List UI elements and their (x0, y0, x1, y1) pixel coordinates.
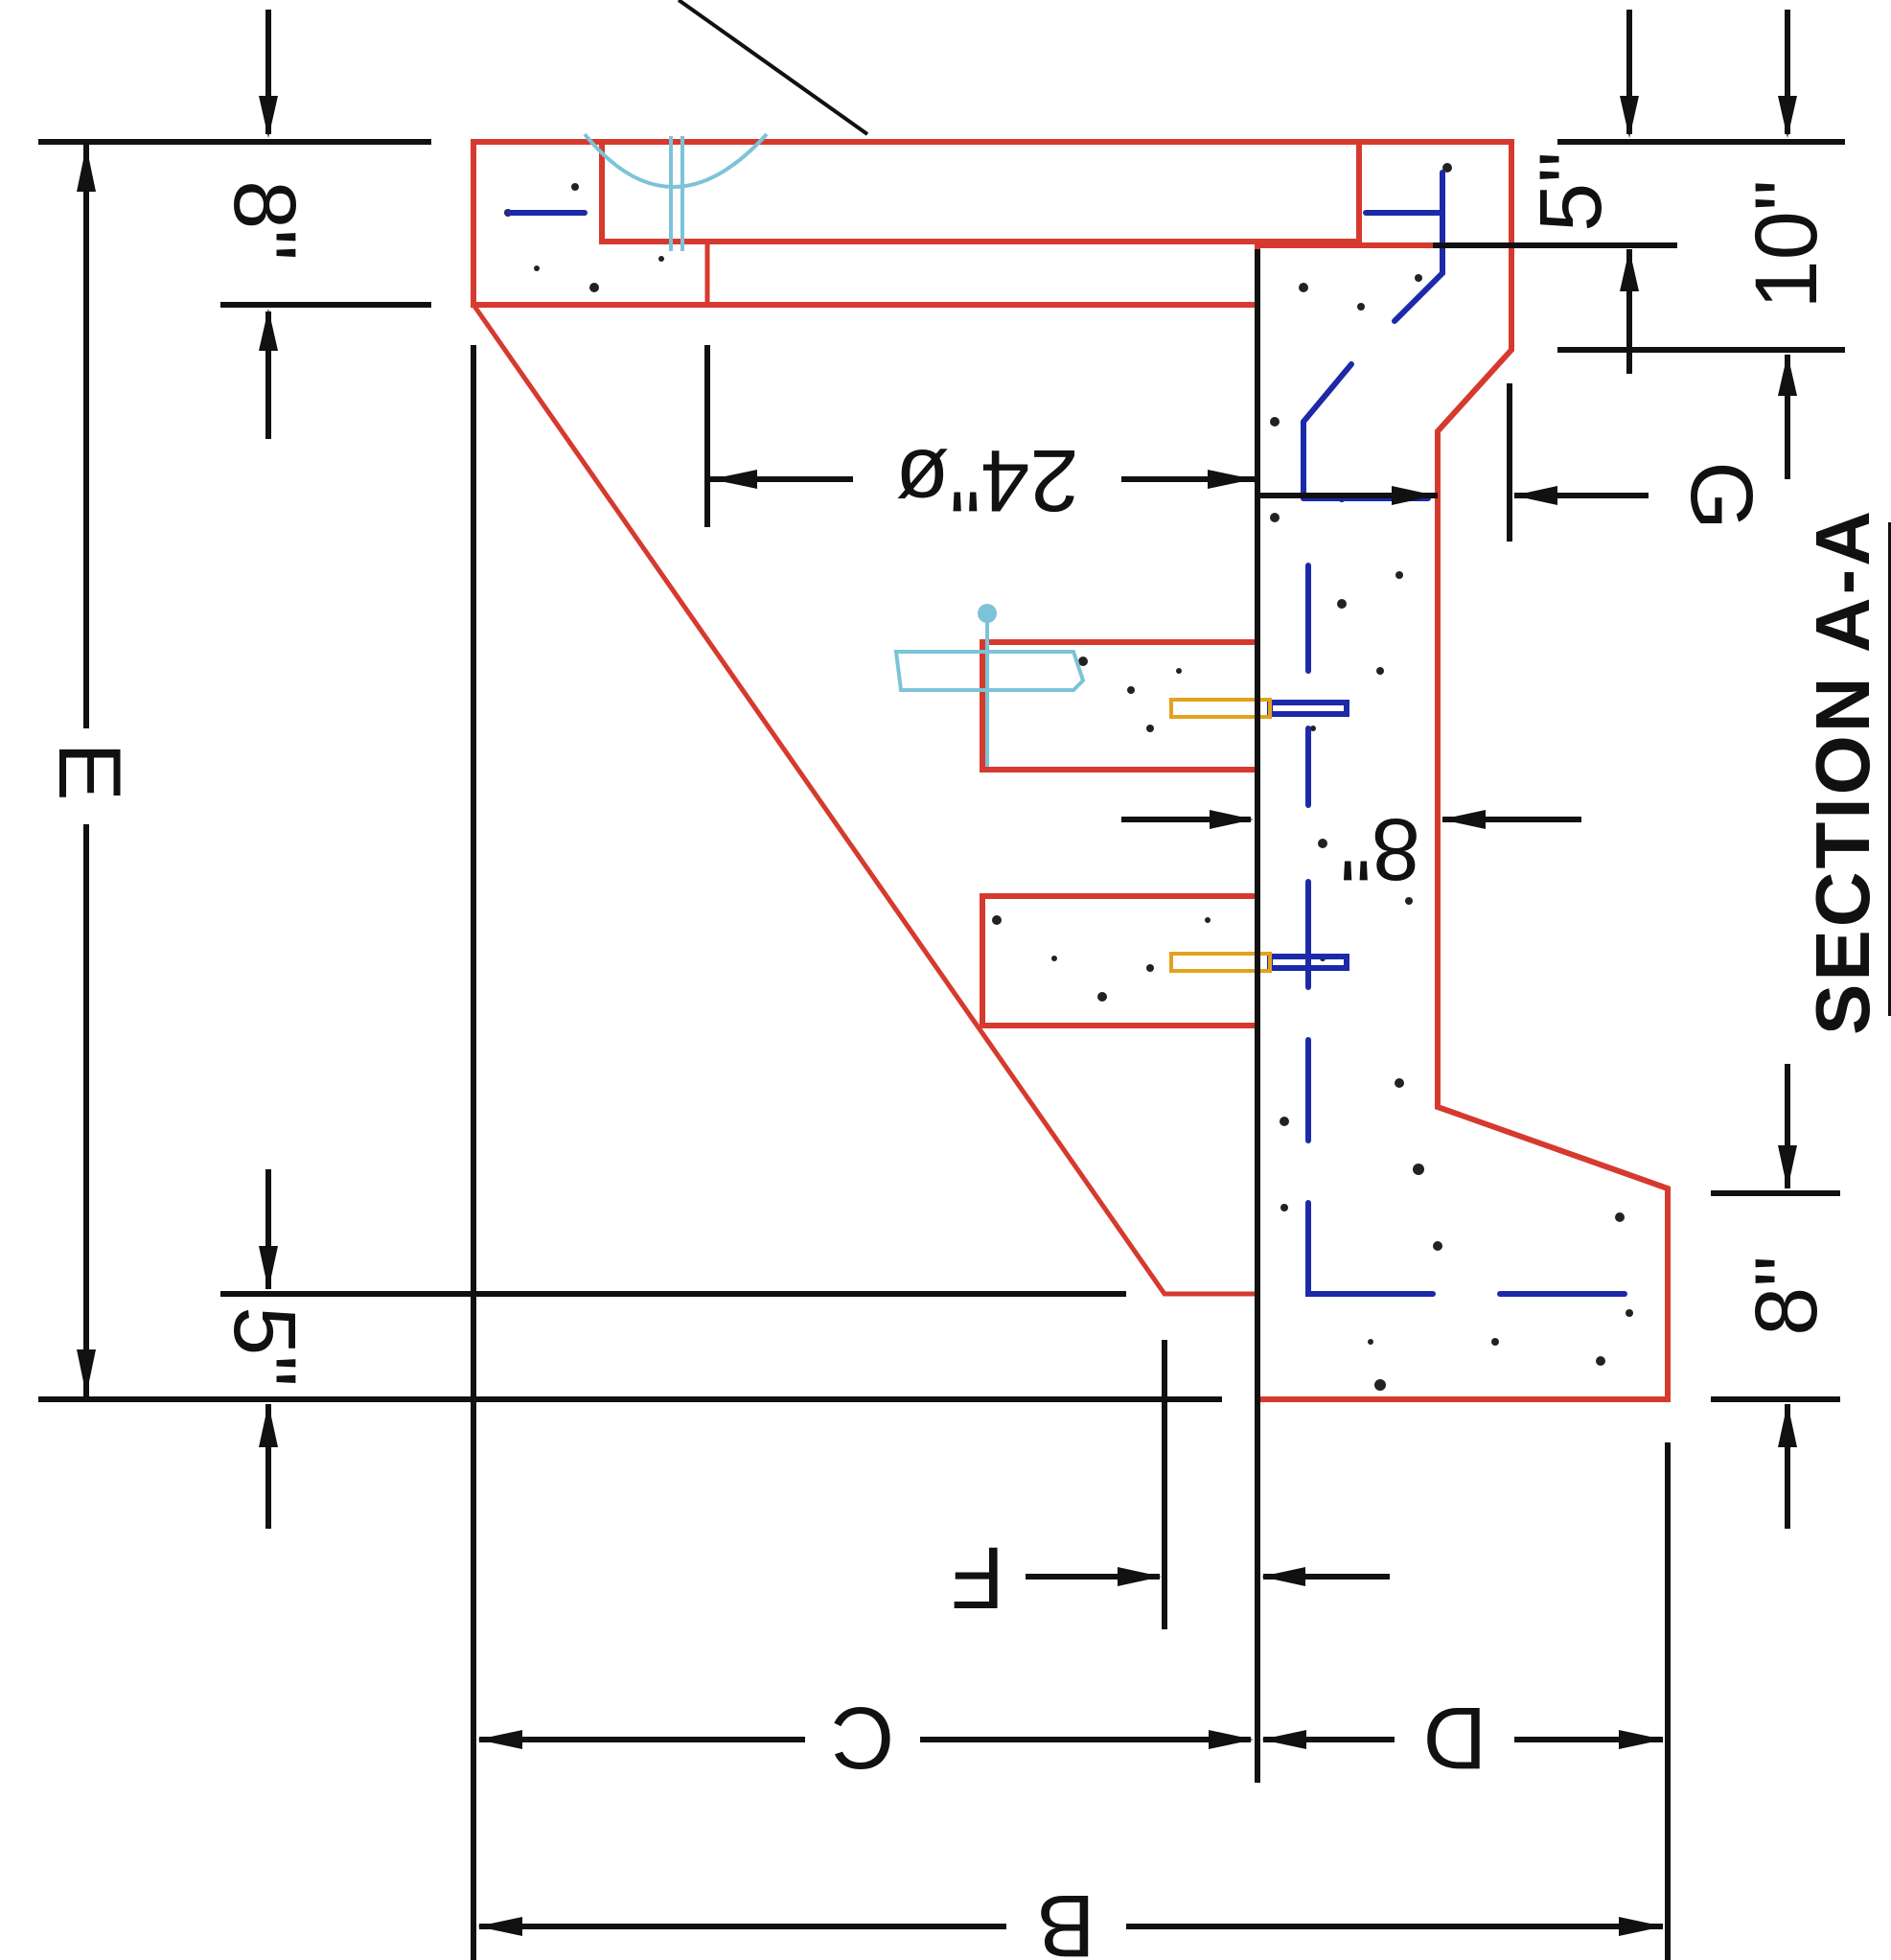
pipe-opening (599, 139, 1362, 244)
dim-pipe-diameter: 24"ø (895, 431, 1078, 529)
dim-right-top-total: 10" (1738, 180, 1835, 310)
section-title: SECTION A-A (1800, 508, 1885, 1035)
dim-right-top-upper: 5" (1522, 151, 1620, 232)
main-wall (1255, 242, 1671, 1402)
dim-f: F (951, 1529, 1004, 1626)
arrowheads (77, 96, 1797, 1936)
leader-line (677, 0, 869, 136)
dowels (1169, 698, 1272, 973)
lower-ledge (980, 893, 1260, 1028)
dim-b: B (1036, 1877, 1095, 1960)
dim-g: G (1672, 461, 1770, 530)
sloped-face (471, 303, 1257, 1297)
dim-bottom-left-height: 5" (216, 1306, 313, 1387)
pipe-fittings (583, 132, 1086, 767)
dim-c: C (831, 1689, 894, 1787)
fitting-node (978, 604, 997, 623)
dim-overall-height: E (40, 742, 138, 800)
upper-ledge (980, 639, 1260, 772)
dim-wall-thickness: 8" (1340, 800, 1420, 898)
dim-top-left-height: 8" (216, 180, 313, 261)
dim-d: D (1423, 1689, 1487, 1787)
dim-right-bottom-height: 8" (1738, 1256, 1835, 1336)
